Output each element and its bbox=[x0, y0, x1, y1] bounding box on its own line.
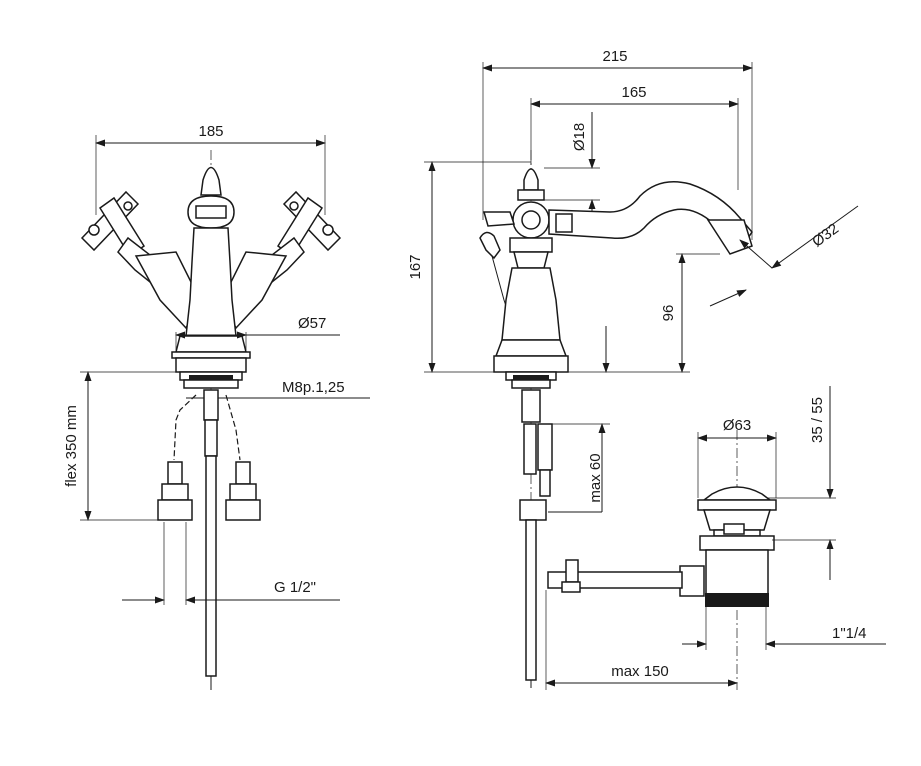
overall-length-label: 215 bbox=[602, 48, 627, 65]
outlet-diameter-label: Ø32 bbox=[809, 220, 842, 250]
waste-thread-label: 1"1/4 bbox=[832, 625, 867, 642]
flex-hose-label: flex 350 mm bbox=[63, 405, 80, 487]
right-cross-handle bbox=[221, 190, 342, 330]
width-label: 185 bbox=[198, 123, 223, 140]
left-cross-handle bbox=[80, 190, 201, 330]
rod-length-label: max 150 bbox=[611, 663, 669, 680]
front-view: 185 bbox=[63, 123, 370, 690]
waste-drain bbox=[547, 430, 777, 690]
front-body bbox=[171, 166, 251, 389]
waste-height-label: 35 / 55 bbox=[809, 397, 826, 443]
rod-max-label: max 60 bbox=[587, 453, 604, 502]
base-diameter-label: Ø57 bbox=[298, 315, 326, 332]
thread-label: M8p.1,25 bbox=[282, 379, 345, 396]
connection-label: G 1/2" bbox=[274, 579, 316, 596]
side-view: 215 165 Ø18 167 bbox=[407, 48, 886, 690]
knob-diameter-label: Ø18 bbox=[571, 123, 588, 151]
waste-diameter-label: Ø63 bbox=[723, 417, 751, 434]
side-body bbox=[479, 150, 753, 690]
front-hoses bbox=[157, 389, 261, 690]
spout-reach-label: 165 bbox=[621, 84, 646, 101]
side-hoses bbox=[519, 389, 553, 688]
spout-height-label: 96 bbox=[660, 305, 677, 322]
overall-height-label: 167 bbox=[407, 254, 424, 279]
